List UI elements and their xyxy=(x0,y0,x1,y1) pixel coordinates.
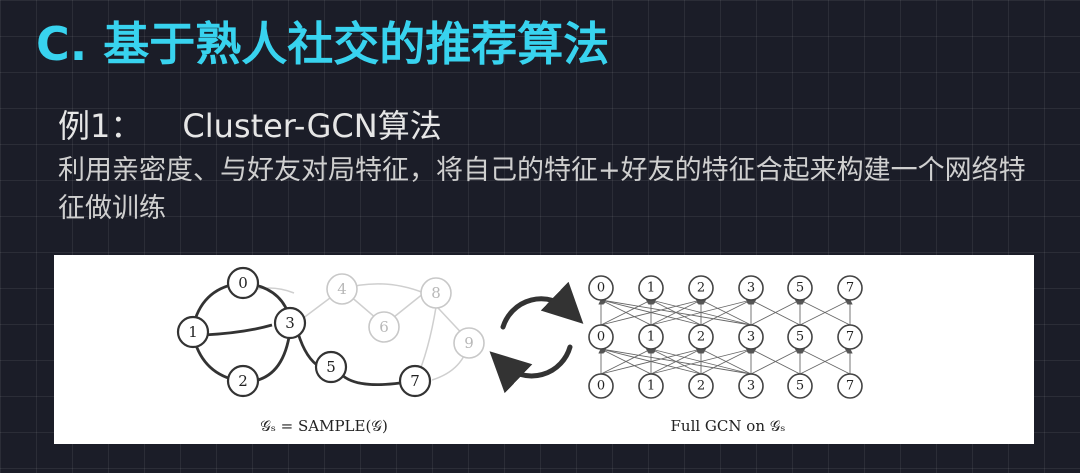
right-caption: Full GCN on 𝒢ₛ xyxy=(671,417,786,435)
svg-text:6: 6 xyxy=(379,318,389,336)
gcn-node: 5 xyxy=(787,373,813,399)
svg-text:8: 8 xyxy=(431,284,441,302)
gcn-node: 2 xyxy=(688,275,714,301)
gcn-edge xyxy=(750,299,801,326)
svg-text:2: 2 xyxy=(697,330,705,345)
svg-text:5: 5 xyxy=(796,330,804,345)
gcn-node: 3 xyxy=(738,373,764,399)
svg-text:3: 3 xyxy=(747,330,755,345)
gcn-node: 7 xyxy=(837,324,863,350)
graph-node-faded: 9 xyxy=(453,327,485,359)
example-heading: 例1： Cluster-GCN算法 xyxy=(58,104,442,148)
svg-text:7: 7 xyxy=(846,330,854,345)
gcn-edge xyxy=(650,347,752,375)
graph-node: 0 xyxy=(226,266,260,300)
svg-text:7: 7 xyxy=(846,379,854,394)
gcn-edge xyxy=(650,298,752,326)
graph-node: 7 xyxy=(398,364,432,398)
gcn-edge xyxy=(750,348,801,375)
gcn-node: 1 xyxy=(638,324,664,350)
cluster-edge xyxy=(203,323,273,337)
graph-node-faded: 4 xyxy=(326,273,358,305)
gcn-edge xyxy=(650,299,702,326)
svg-text:3: 3 xyxy=(747,379,755,394)
svg-text:2: 2 xyxy=(238,372,248,390)
gcn-edge xyxy=(700,348,752,375)
svg-text:4: 4 xyxy=(337,280,347,298)
gcn-node: 5 xyxy=(787,324,813,350)
gcn-node: 0 xyxy=(588,275,614,301)
gcn-edges xyxy=(598,298,853,375)
svg-text:0: 0 xyxy=(597,379,605,394)
gcn-edge xyxy=(700,299,752,326)
slide-title: C. 基于熟人社交的推荐算法 xyxy=(36,17,610,71)
svg-text:1: 1 xyxy=(647,379,655,394)
svg-text:7: 7 xyxy=(410,372,420,390)
left-caption: 𝒢ₛ = SAMPLE(𝒢) xyxy=(260,417,388,435)
gcn-node: 2 xyxy=(688,373,714,399)
gcn-edge xyxy=(600,347,702,375)
gcn-edge xyxy=(600,299,652,326)
svg-text:2: 2 xyxy=(697,281,705,296)
graph-node: 3 xyxy=(273,306,307,340)
cluster-edge xyxy=(338,372,401,386)
gcn-node: 3 xyxy=(738,324,764,350)
gcn-edge xyxy=(799,299,851,326)
svg-text:0: 0 xyxy=(238,274,248,292)
gcn-node: 1 xyxy=(638,373,664,399)
example-label: 例1： xyxy=(58,107,143,145)
gcn-edge xyxy=(600,298,702,326)
gcn-node: 2 xyxy=(688,324,714,350)
cluster-gcn-figure: 0 1 2 3 5 7 4 6 8 9 0 1 2 3 5 7 0 1 2 3 5 7 0 1 2 3 5 7 𝒢… xyxy=(54,255,1034,444)
graph-node: 5 xyxy=(314,350,348,384)
gcn-node: 7 xyxy=(837,275,863,301)
gcn-node: 7 xyxy=(837,373,863,399)
cycle-arrows-icon xyxy=(489,281,584,394)
gcn-nodes: 0 1 2 3 5 7 0 1 2 3 5 7 0 1 2 3 5 7 xyxy=(588,275,863,399)
gcn-node: 1 xyxy=(638,275,664,301)
svg-text:1: 1 xyxy=(188,323,198,341)
gcn-node: 0 xyxy=(588,373,614,399)
svg-text:1: 1 xyxy=(647,281,655,296)
gcn-edge xyxy=(600,348,652,375)
gcn-node: 5 xyxy=(787,275,813,301)
svg-text:0: 0 xyxy=(597,330,605,345)
svg-text:9: 9 xyxy=(464,334,474,352)
svg-text:0: 0 xyxy=(597,281,605,296)
cluster-edge xyxy=(253,330,292,383)
svg-text:2: 2 xyxy=(697,379,705,394)
gcn-node: 3 xyxy=(738,275,764,301)
graph-node-faded: 6 xyxy=(368,311,400,343)
svg-text:3: 3 xyxy=(285,314,295,332)
svg-text:7: 7 xyxy=(846,281,854,296)
svg-text:1: 1 xyxy=(647,330,655,345)
figure-svg: 0 1 2 3 5 7 4 6 8 9 0 1 2 3 5 7 0 1 2 3 5 7 0 1 2 3 5 7 𝒢… xyxy=(176,266,863,435)
svg-text:5: 5 xyxy=(796,379,804,394)
svg-text:5: 5 xyxy=(796,281,804,296)
graph-node: 2 xyxy=(226,364,260,398)
gcn-node: 0 xyxy=(588,324,614,350)
svg-text:5: 5 xyxy=(326,358,336,376)
description: 利用亲密度、与好友对局特征，将自己的特征+好友的特征合起来构建一个网络特征做训练 xyxy=(58,155,1026,224)
gcn-edge xyxy=(799,348,851,375)
graph-nodes: 0 1 2 3 5 7 4 6 8 9 xyxy=(176,266,485,398)
svg-text:3: 3 xyxy=(747,281,755,296)
example-name: Cluster-GCN算法 xyxy=(182,107,442,145)
gcn-edge xyxy=(650,348,702,375)
graph-node: 1 xyxy=(176,315,210,349)
graph-node-faded: 8 xyxy=(420,277,452,309)
